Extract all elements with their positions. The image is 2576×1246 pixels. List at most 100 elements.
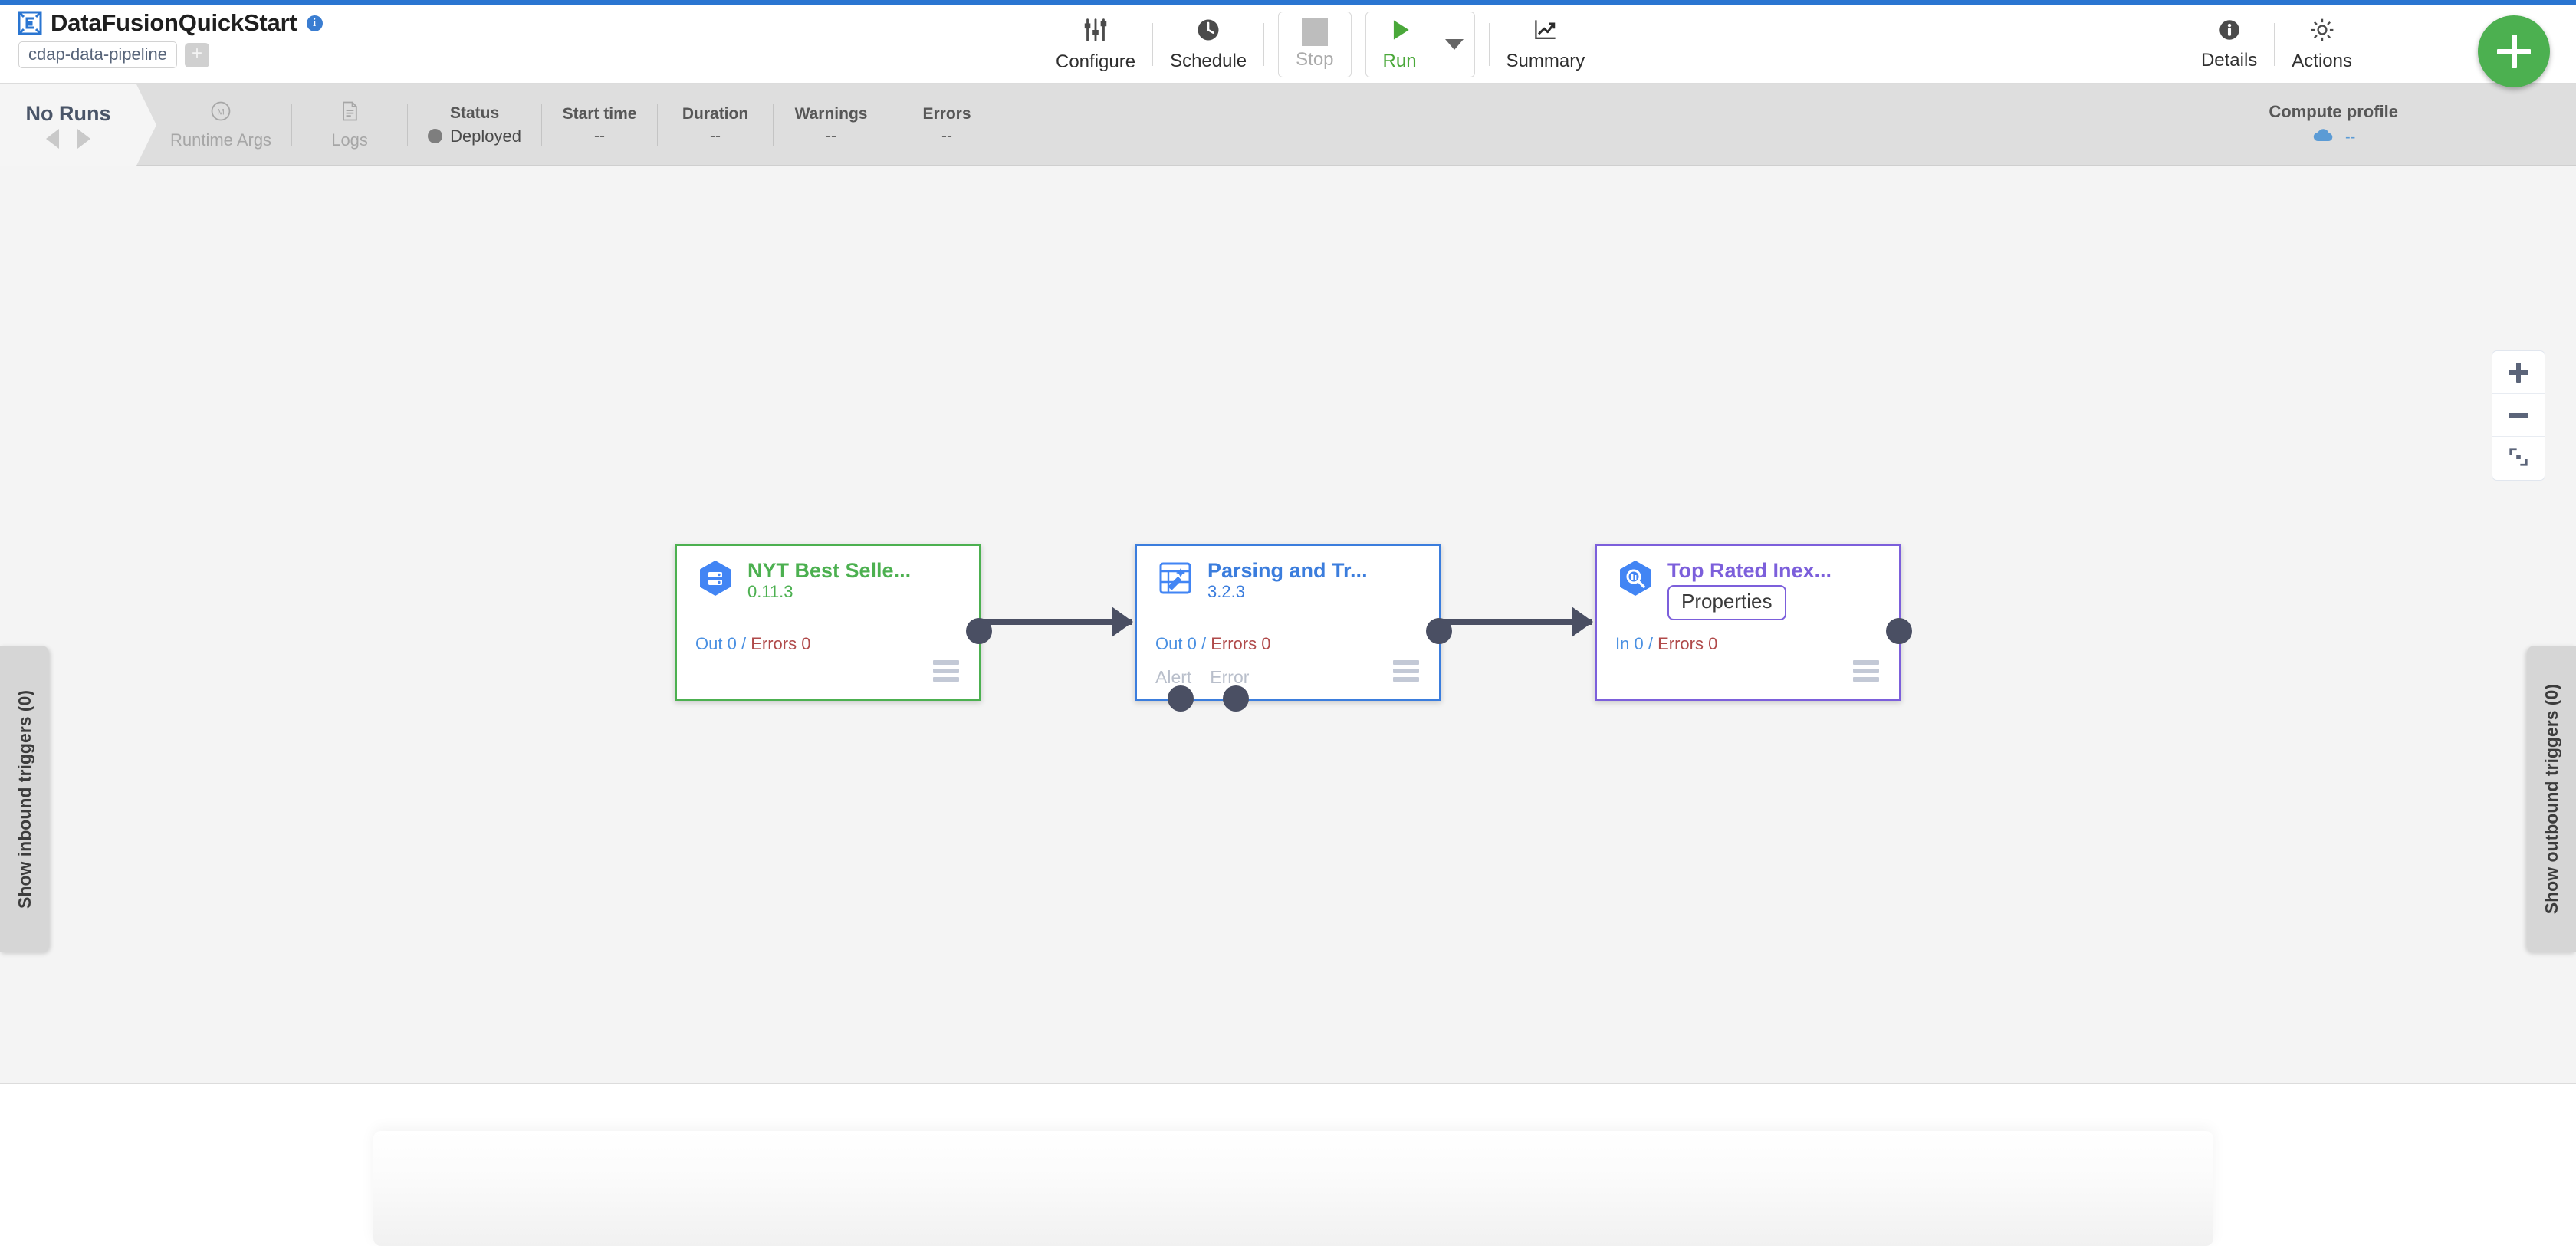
node-name: NYT Best Selle...	[748, 559, 912, 582]
fit-to-screen-icon	[2508, 446, 2529, 472]
duration-label: Duration	[682, 104, 749, 123]
summary-button[interactable]: Summary	[1490, 5, 1602, 84]
error-port-label[interactable]: Error	[1210, 667, 1250, 687]
stop-button[interactable]: Stop	[1278, 11, 1352, 77]
connector-arrow-1	[1112, 607, 1133, 637]
node-out-label: Out	[1155, 634, 1183, 653]
run-button-group[interactable]: Run	[1365, 11, 1475, 77]
pipeline-node-transform[interactable]: Parsing and Tr... 3.2.3 Out 0 / Errors 0…	[1135, 544, 1452, 712]
node-output-port[interactable]	[1426, 618, 1452, 644]
pipeline-type-chip[interactable]: cdap-data-pipeline	[18, 41, 178, 69]
configure-button[interactable]: Configure	[1039, 5, 1152, 84]
browser-accent-strip	[0, 0, 2576, 5]
info-icon[interactable]: i	[306, 15, 323, 31]
macro-icon: M	[209, 100, 232, 127]
runtime-args-button[interactable]: M Runtime Args	[150, 84, 291, 166]
wrangler-icon	[1155, 558, 1195, 598]
actions-button[interactable]: Actions	[2275, 5, 2369, 84]
gear-icon	[2308, 16, 2336, 48]
schedule-button[interactable]: Schedule	[1153, 5, 1263, 84]
sliders-icon	[1081, 15, 1110, 48]
add-tag-button[interactable]: +	[185, 42, 210, 67]
node-metrics-sep: /	[1648, 634, 1653, 653]
clock-icon	[1194, 16, 1222, 48]
pipeline-brand: DataFusionQuickStart i cdap-data-pipelin…	[17, 9, 323, 69]
node-in-label: In	[1615, 634, 1630, 653]
runs-tab[interactable]: No Runs	[0, 84, 156, 166]
alert-port-label[interactable]: Alert	[1155, 667, 1192, 687]
inbound-triggers-tab[interactable]: Show inbound triggers (0)	[0, 646, 49, 952]
node-menu-icon[interactable]	[1393, 660, 1419, 682]
node-output-port[interactable]	[966, 618, 992, 644]
cdap-logo-icon	[17, 10, 43, 36]
status-metrics: M Runtime Args Logs Status Deployed	[150, 84, 1004, 166]
status-divider	[291, 104, 293, 146]
node-metrics-sep: /	[741, 634, 747, 653]
stop-square-icon	[1301, 18, 1328, 46]
schedule-label: Schedule	[1170, 51, 1247, 71]
triangle-right-icon[interactable]	[77, 128, 90, 149]
minus-icon	[2509, 413, 2528, 418]
details-button[interactable]: Details	[2184, 5, 2274, 84]
status-value: Deployed	[450, 126, 522, 146]
duration-value: --	[710, 127, 721, 145]
node-header: Top Rated Inex... Properties	[1597, 546, 1899, 621]
node-metrics: In 0 / Errors 0	[1615, 634, 1717, 654]
svg-text:M: M	[217, 107, 225, 117]
node-errors-label: Errors	[751, 634, 797, 653]
node-errors-value: 0	[1708, 634, 1718, 653]
pipeline-canvas[interactable]: Show inbound triggers (0) Show outbound …	[0, 166, 2576, 1084]
zoom-in-button[interactable]	[2492, 351, 2545, 394]
logs-label: Logs	[331, 130, 368, 150]
node-header: Parsing and Tr... 3.2.3	[1137, 546, 1439, 602]
node-out-value: 0	[727, 634, 737, 653]
status-label: Status	[449, 104, 500, 122]
status-dot-icon	[428, 129, 443, 143]
fit-to-screen-button[interactable]	[2492, 437, 2545, 480]
chevron-down-icon	[1444, 38, 1464, 50]
canvas-zoom-controls	[2492, 350, 2545, 481]
node-menu-icon[interactable]	[1853, 660, 1879, 682]
node-errors-value: 0	[801, 634, 811, 653]
connector-source-to-transform	[980, 619, 1132, 625]
logs-button[interactable]: Logs	[292, 84, 407, 166]
compute-profile-label: Compute profile	[2269, 102, 2398, 121]
details-label: Details	[2200, 50, 2258, 71]
document-icon	[338, 100, 361, 127]
pipeline-node-sink[interactable]: Top Rated Inex... Properties In 0 / Erro…	[1595, 544, 1912, 701]
bigquery-sink-icon	[1615, 558, 1655, 598]
node-output-port[interactable]	[1886, 618, 1912, 644]
run-dropdown-button[interactable]	[1434, 12, 1474, 77]
zoom-out-button[interactable]	[2492, 394, 2545, 437]
status-badge: Deployed	[428, 127, 521, 146]
status-divider	[541, 104, 543, 146]
triangle-left-icon[interactable]	[46, 128, 59, 149]
node-alert-port[interactable]	[1168, 685, 1194, 712]
outbound-triggers-tab[interactable]: Show outbound triggers (0)	[2527, 646, 2576, 952]
runtime-args-label: Runtime Args	[170, 130, 272, 150]
run-label: Run	[1382, 51, 1417, 71]
pipeline-node-source[interactable]: NYT Best Selle... 0.11.3 Out 0 / Errors …	[675, 544, 992, 701]
node-out-label: Out	[695, 634, 723, 653]
node-errors-value: 0	[1261, 634, 1271, 653]
inbound-triggers-label: Show inbound triggers (0)	[14, 689, 34, 909]
bottom-ghost-panel	[373, 1131, 2213, 1246]
compute-profile-cell[interactable]: Compute profile --	[2269, 84, 2398, 166]
start-time-label: Start time	[562, 104, 637, 123]
runs-nav	[46, 128, 90, 149]
compute-profile-value-row: --	[2312, 127, 2355, 148]
actions-label: Actions	[2292, 51, 2352, 71]
errors-value: --	[941, 127, 953, 145]
configure-label: Configure	[1056, 51, 1136, 72]
toolbar-divider	[1152, 22, 1154, 66]
add-plugin-fab[interactable]	[2478, 15, 2550, 87]
node-title-block: Parsing and Tr... 3.2.3	[1208, 558, 1368, 602]
toolbar-divider	[1488, 22, 1490, 66]
runs-count-label: No Runs	[25, 101, 111, 125]
node-error-port[interactable]	[1223, 685, 1249, 712]
node-properties-tooltip[interactable]: Properties	[1668, 585, 1786, 621]
play-icon	[1386, 16, 1414, 48]
node-menu-icon[interactable]	[933, 660, 959, 682]
run-button[interactable]: Run	[1366, 12, 1434, 77]
node-errors-label: Errors	[1658, 634, 1704, 653]
